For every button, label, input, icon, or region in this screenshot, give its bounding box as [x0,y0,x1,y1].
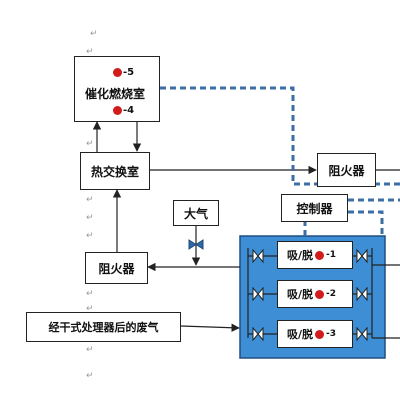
adsorption-row-label: 吸/脱 [287,249,314,262]
sensor-dot-icon [315,289,325,299]
heat-exchanger-label: 热交换室 [90,164,139,179]
adsorption-row-1: 吸/脱 -1 [277,241,353,269]
controller-label: 控制器 [296,201,333,216]
valve-icon [356,326,368,342]
catalytic-combustion-label: 催化燃烧室 [85,87,146,101]
valve-icon [356,248,368,264]
adsorption-row-2: 吸/脱 -2 [277,280,353,308]
flame-arrester-right-label: 阻火器 [328,163,365,178]
heat-exchanger-box: 热交换室 [80,152,150,190]
adsorption-row-label: 吸/脱 [287,288,314,301]
flow-line-exhaust-to-panel [180,323,240,332]
valve-icon [356,286,368,302]
sensor-dot-icon [315,250,325,260]
sensor-dot-icon [113,68,122,77]
signal-line-controller-lower [348,210,384,236]
adsorption-row-index: -3 [326,329,337,339]
sensor-5: -5 [113,67,134,78]
adsorption-row-index: -2 [326,289,337,299]
catalytic-combustion-box: -5 催化燃烧室 -4 [74,56,160,122]
adsorption-row-label: 吸/脱 [287,328,314,341]
valve-icon [252,326,264,342]
flame-arrester-left-box: 阻火器 [85,252,148,284]
flame-arrester-left-label: 阻火器 [98,261,135,276]
dried-exhaust-box: 经干式处理器后的废气 [26,312,181,342]
flame-arrester-right-box: 阻火器 [317,153,376,187]
adsorption-row-index: -1 [326,250,337,260]
sensor-4: -4 [113,105,134,116]
valve-icon [252,248,264,264]
atmosphere-box: 大气 [173,200,219,226]
adsorption-row-3: 吸/脱 -3 [277,320,353,348]
dried-exhaust-label: 经干式处理器后的废气 [48,321,159,334]
controller-box: 控制器 [281,194,348,222]
atmosphere-valve-icon [188,239,204,250]
sensor-dot-icon [315,329,325,339]
sensor-dot-icon [113,106,122,115]
atmosphere-label: 大气 [183,206,208,221]
valve-icon [252,286,264,302]
